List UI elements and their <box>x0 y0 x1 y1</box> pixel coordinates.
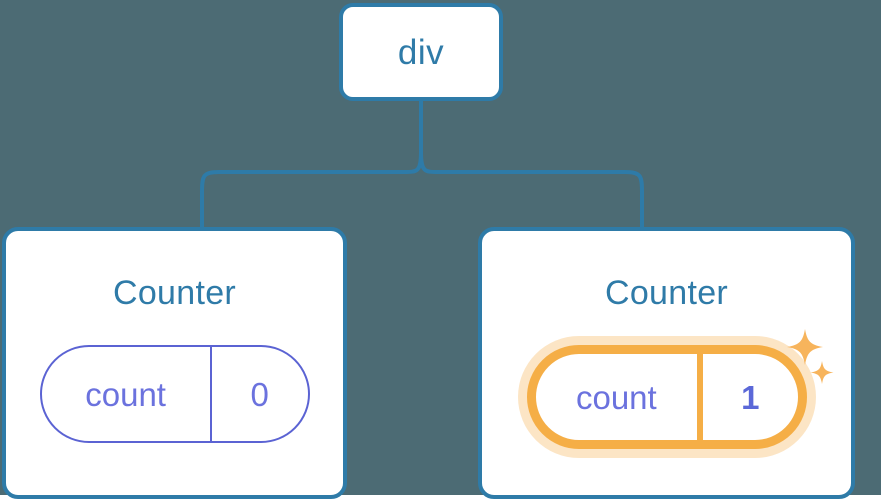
node-div[interactable]: div <box>339 3 503 101</box>
node-counter-right[interactable]: Counter count 1 <box>478 227 855 499</box>
state-pill-right-value: 1 <box>741 378 760 416</box>
state-pill-left-value: 0 <box>250 375 269 413</box>
connector-to-right-child <box>419 150 644 230</box>
node-counter-left[interactable]: Counter count 0 <box>2 227 347 499</box>
state-pill-wrap-left: count 0 <box>6 345 343 443</box>
state-pill-right-key: count <box>536 354 704 440</box>
node-counter-right-title: Counter <box>604 274 729 312</box>
node-div-label: div <box>397 32 445 72</box>
state-pill-wrap-right: count 1 <box>482 345 851 449</box>
state-pill-right[interactable]: count 1 <box>526 345 807 449</box>
state-pill-left-key: count <box>42 347 212 441</box>
node-counter-left-title: Counter <box>112 274 237 312</box>
state-pill-left[interactable]: count 0 <box>39 345 310 443</box>
connector-to-left-child <box>200 150 423 230</box>
